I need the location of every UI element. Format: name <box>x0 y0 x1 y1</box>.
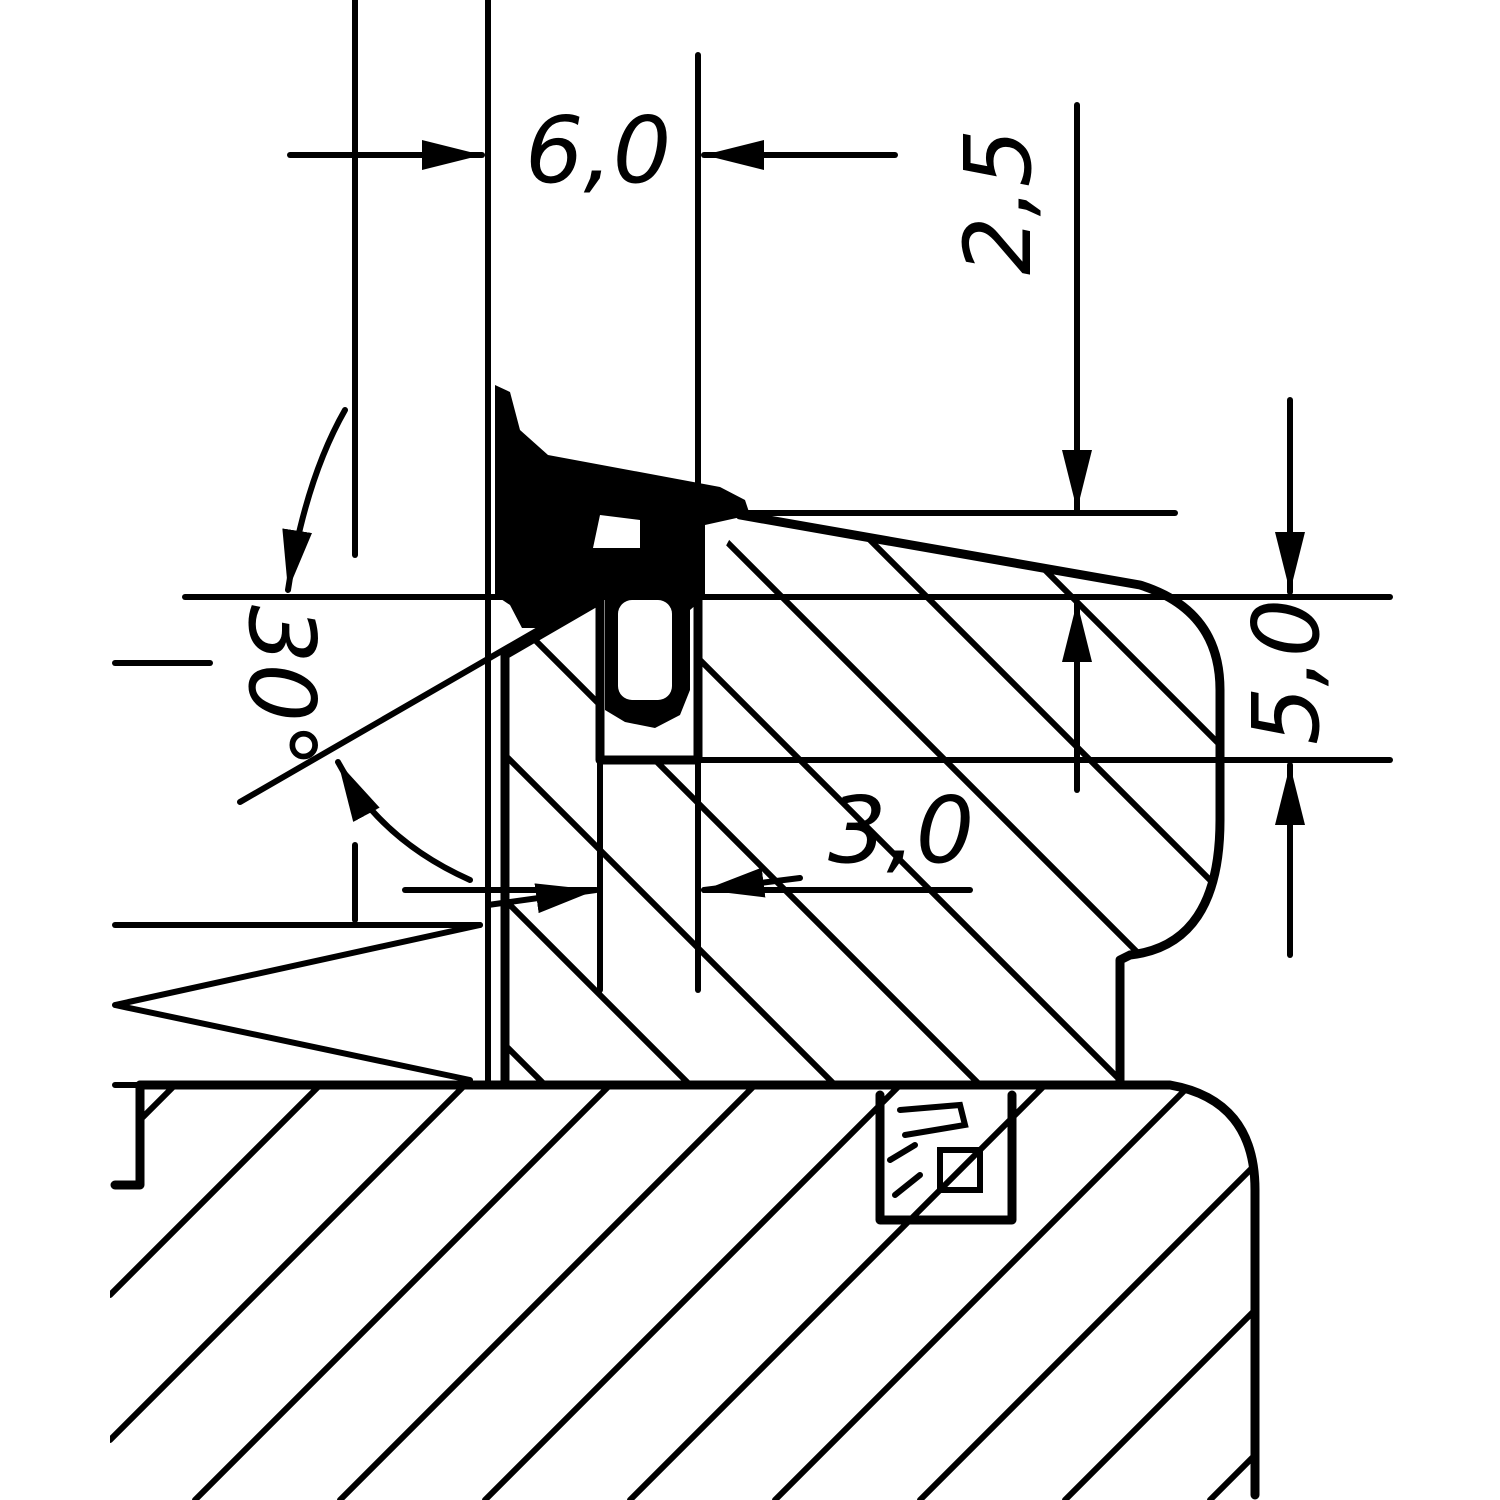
hatch-upper-body <box>505 520 1220 1085</box>
dim-height-right: 5,0 <box>1233 599 1340 745</box>
hatch-line <box>1207 1452 1255 1500</box>
hatch-line <box>482 1085 903 1500</box>
seal-lip <box>495 385 750 728</box>
hatch-line <box>110 1085 323 1298</box>
hatch-line <box>110 1085 468 1443</box>
part-outlines <box>110 510 1260 1500</box>
hatch-line <box>337 1085 758 1500</box>
dim-height-top: 2,5 <box>945 129 1052 275</box>
hatch-line <box>505 1042 548 1085</box>
hatch-line <box>192 1085 613 1500</box>
hatch-line <box>827 520 1220 893</box>
hatch-line <box>627 1085 1048 1500</box>
hatch-line <box>505 607 983 1085</box>
extension-lines <box>112 0 1393 1088</box>
hatch-line <box>505 752 838 1085</box>
hatch-line <box>917 1162 1255 1500</box>
hatch-line <box>505 897 693 1085</box>
dim-width-top: 6,0 <box>525 97 671 204</box>
hatch-line <box>682 520 1220 1038</box>
dim-angle: 30° <box>228 605 335 768</box>
dimension-arrows <box>282 102 1305 958</box>
hatch-line <box>972 520 1220 748</box>
hatch-line <box>772 1085 1193 1500</box>
hatch-lower-body <box>110 1085 1255 1500</box>
hatch-line <box>1062 1307 1255 1500</box>
dim-width-bottom: 3,0 <box>828 777 974 884</box>
